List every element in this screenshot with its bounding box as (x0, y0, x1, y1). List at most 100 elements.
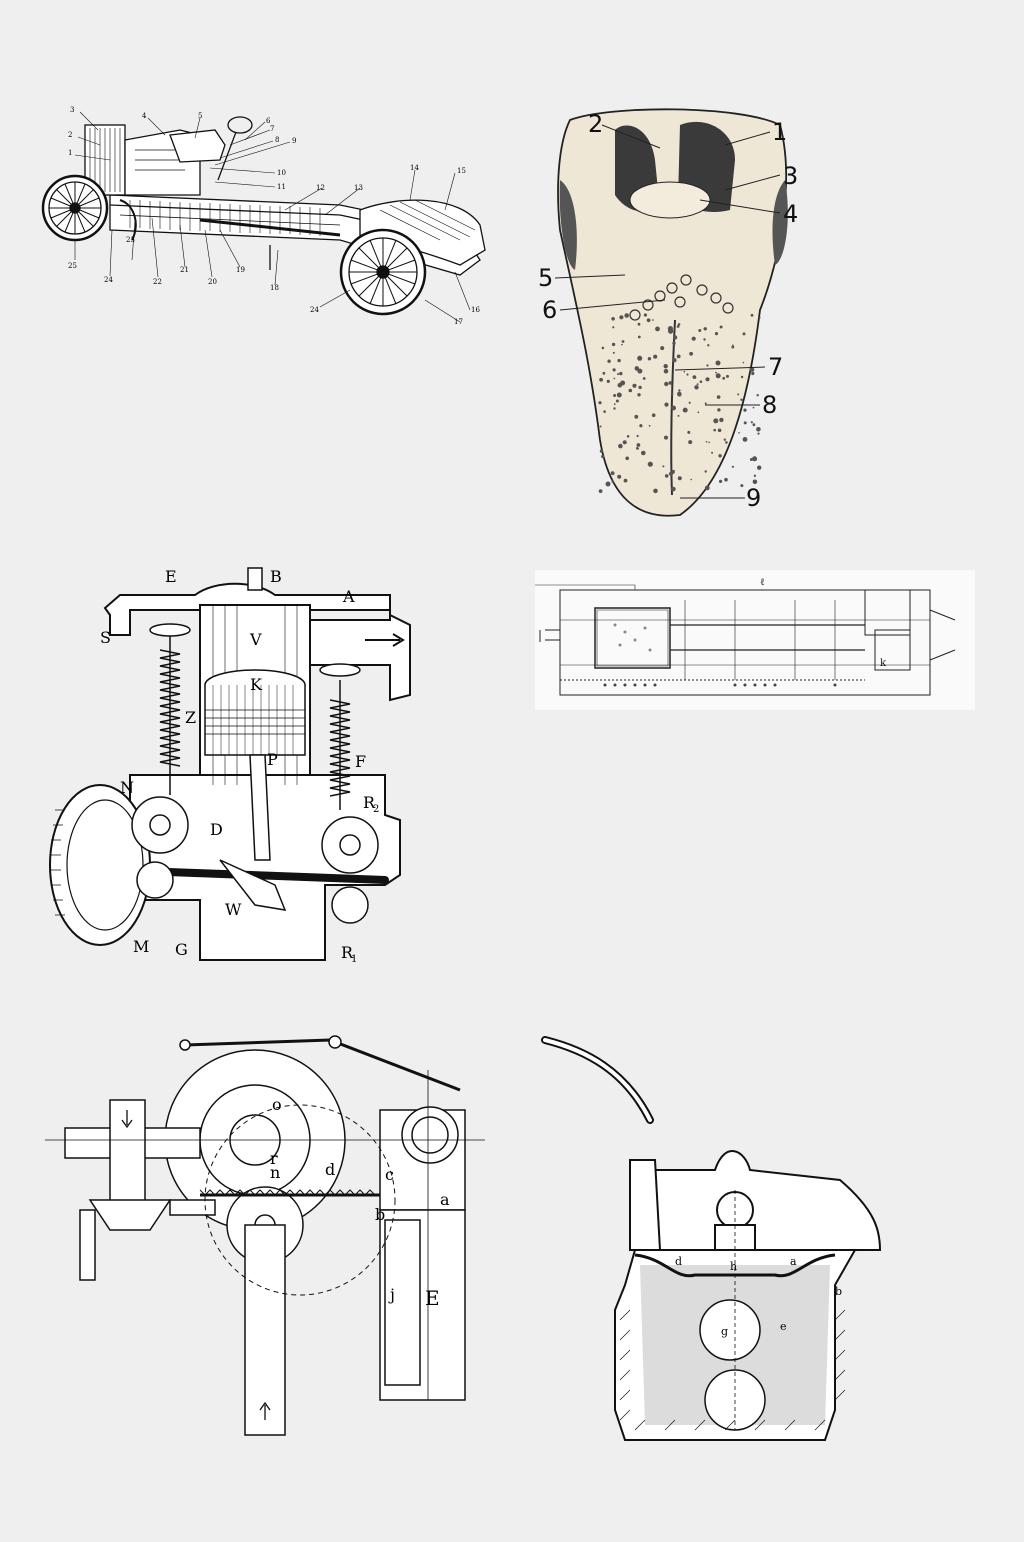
tongue-label-3: 3 (783, 162, 798, 190)
tongue-label-5: 5 (538, 264, 553, 292)
engine-label-R-subscript-1: 1 (351, 954, 357, 965)
tongue-papilla-dot (713, 428, 716, 432)
tongue-papilla-dot (653, 488, 658, 494)
tongue-papilla-dot (751, 371, 755, 376)
tongue-papilla-dot (637, 368, 643, 374)
tongue-papilla-dot (653, 354, 658, 359)
tongue-papilla-dot (599, 377, 603, 382)
tongue-papilla-dot (634, 384, 637, 387)
tongue-label-6: 6 (542, 296, 557, 324)
tongue-papilla-dot (660, 346, 665, 351)
tongue-papilla-dot (612, 351, 615, 354)
tongue-papilla-dot (611, 317, 615, 321)
tongue-papilla-dot (691, 336, 696, 341)
tongue-papilla-dot (615, 399, 619, 403)
tongue-papilla-dot (677, 476, 682, 481)
tongue-papilla-dot (713, 418, 719, 424)
tongue-papilla-dot (624, 313, 629, 318)
engine-svg: E B A S V K Z P F N D R 2 M W G R 1 (49, 567, 411, 965)
tongue-papilla-dot (611, 480, 614, 483)
car-label-6: 6 (266, 117, 271, 125)
mechanism-label-d: d (325, 1160, 335, 1179)
mechanism-label-r: r (270, 1149, 278, 1168)
tongue-papilla-dot (724, 477, 728, 482)
tongue-papilla-dot (670, 392, 674, 396)
car-label-10: 10 (277, 169, 286, 177)
car-chassis-diagram: 3 2 1 4 5 6 7 8 9 10 11 12 13 14 15 16 1… (40, 100, 500, 330)
tongue-papilla-dot (714, 332, 719, 336)
tongue-papilla-dot (708, 441, 710, 444)
tongue-papilla-dot (750, 313, 754, 317)
valve-label-g: g (721, 1325, 728, 1338)
locomotive-svg: k ℓ (535, 570, 975, 710)
locomotive-label-l: ℓ (760, 577, 765, 588)
tongue-papilla-dot (610, 471, 615, 476)
tongue-papilla-dot (704, 402, 707, 405)
tongue-papilla-dot (598, 489, 603, 493)
tongue-papilla-dot (752, 406, 755, 409)
tongue-papilla-dot (598, 401, 602, 405)
tongue-papilla-dot (606, 379, 610, 383)
tongue-papilla-dot (692, 375, 697, 379)
engine-label-A: A (342, 587, 355, 606)
tongue-papilla-dot (639, 424, 643, 428)
locomotive-label-k: k (880, 658, 887, 669)
tongue-papilla-dot (677, 414, 680, 417)
tongue-papilla-dot (651, 413, 656, 418)
tongue-papilla-dot (672, 358, 677, 363)
tongue-papilla-dot (753, 474, 757, 477)
tongue-label-8: 8 (762, 391, 777, 419)
tongue-papilla-dot (668, 381, 673, 385)
tongue-papilla-dot (636, 434, 639, 438)
tongue-papilla-dot (664, 474, 669, 478)
engine-cross-section-diagram: E B A S V K Z P F N D R 2 M W G R 1 (45, 560, 420, 970)
tongue-papilla-dot (759, 316, 761, 319)
tongue-papilla-dot (634, 414, 639, 419)
tongue-papilla-dot (731, 465, 734, 468)
car-label-24b: 24 (310, 306, 319, 314)
car-label-9: 9 (292, 137, 296, 145)
car-chassis-svg: 3 2 1 4 5 6 7 8 9 10 11 12 13 14 15 16 1… (41, 106, 486, 326)
tongue-papilla-dot (678, 389, 681, 392)
tongue-papilla-dot (617, 373, 619, 376)
tongue-papilla-dot (699, 380, 703, 384)
tongue-papilla-dot (705, 377, 710, 382)
tongue-label-9: 9 (746, 484, 761, 512)
tongue-papilla-dot (677, 393, 682, 397)
tongue-anatomy-diagram: 2 1 3 4 5 6 7 8 9 (530, 100, 820, 525)
tongue-papilla-dot (655, 326, 660, 332)
tongue-papilla-dot (757, 465, 762, 470)
tongue-papilla-dot (757, 432, 760, 435)
mechanism-label-j: j (388, 1285, 395, 1304)
locomotive-plan-drawing: k ℓ (535, 570, 975, 710)
tongue-papilla-dot (687, 430, 691, 434)
tongue-papilla-dot (715, 373, 721, 379)
car-label-4: 4 (142, 112, 147, 120)
tongue-papilla-dot (601, 346, 605, 350)
tongue-papilla-dot (719, 479, 723, 483)
engine-label-Z: Z (185, 708, 196, 727)
car-label-19: 19 (236, 266, 245, 274)
tongue-papilla-dot (703, 327, 707, 331)
tongue-papilla-dot (743, 421, 747, 425)
tongue-papilla-dot (688, 440, 693, 445)
tongue-papilla-dot (662, 465, 665, 468)
tongue-papilla-dot (664, 402, 669, 407)
car-label-22: 22 (153, 278, 162, 286)
tongue-papilla-dot (623, 478, 628, 483)
engine-label-G: G (175, 940, 188, 959)
engine-label-K: K (250, 675, 263, 694)
tongue-label-2: 2 (588, 110, 603, 138)
tongue-papilla-dot (706, 364, 709, 367)
car-label-17: 17 (454, 318, 463, 326)
tongue-papilla-dot (637, 393, 641, 397)
tongue-papilla-dot (637, 355, 643, 361)
car-label-12: 12 (316, 184, 325, 192)
tongue-papilla-dot (756, 394, 759, 397)
engine-label-V: V (249, 630, 262, 649)
tongue-papilla-dot (725, 441, 728, 444)
tongue-papilla-dot (711, 451, 714, 454)
mechanism-label-b: b (375, 1205, 385, 1224)
engine-label-N: N (120, 778, 134, 797)
